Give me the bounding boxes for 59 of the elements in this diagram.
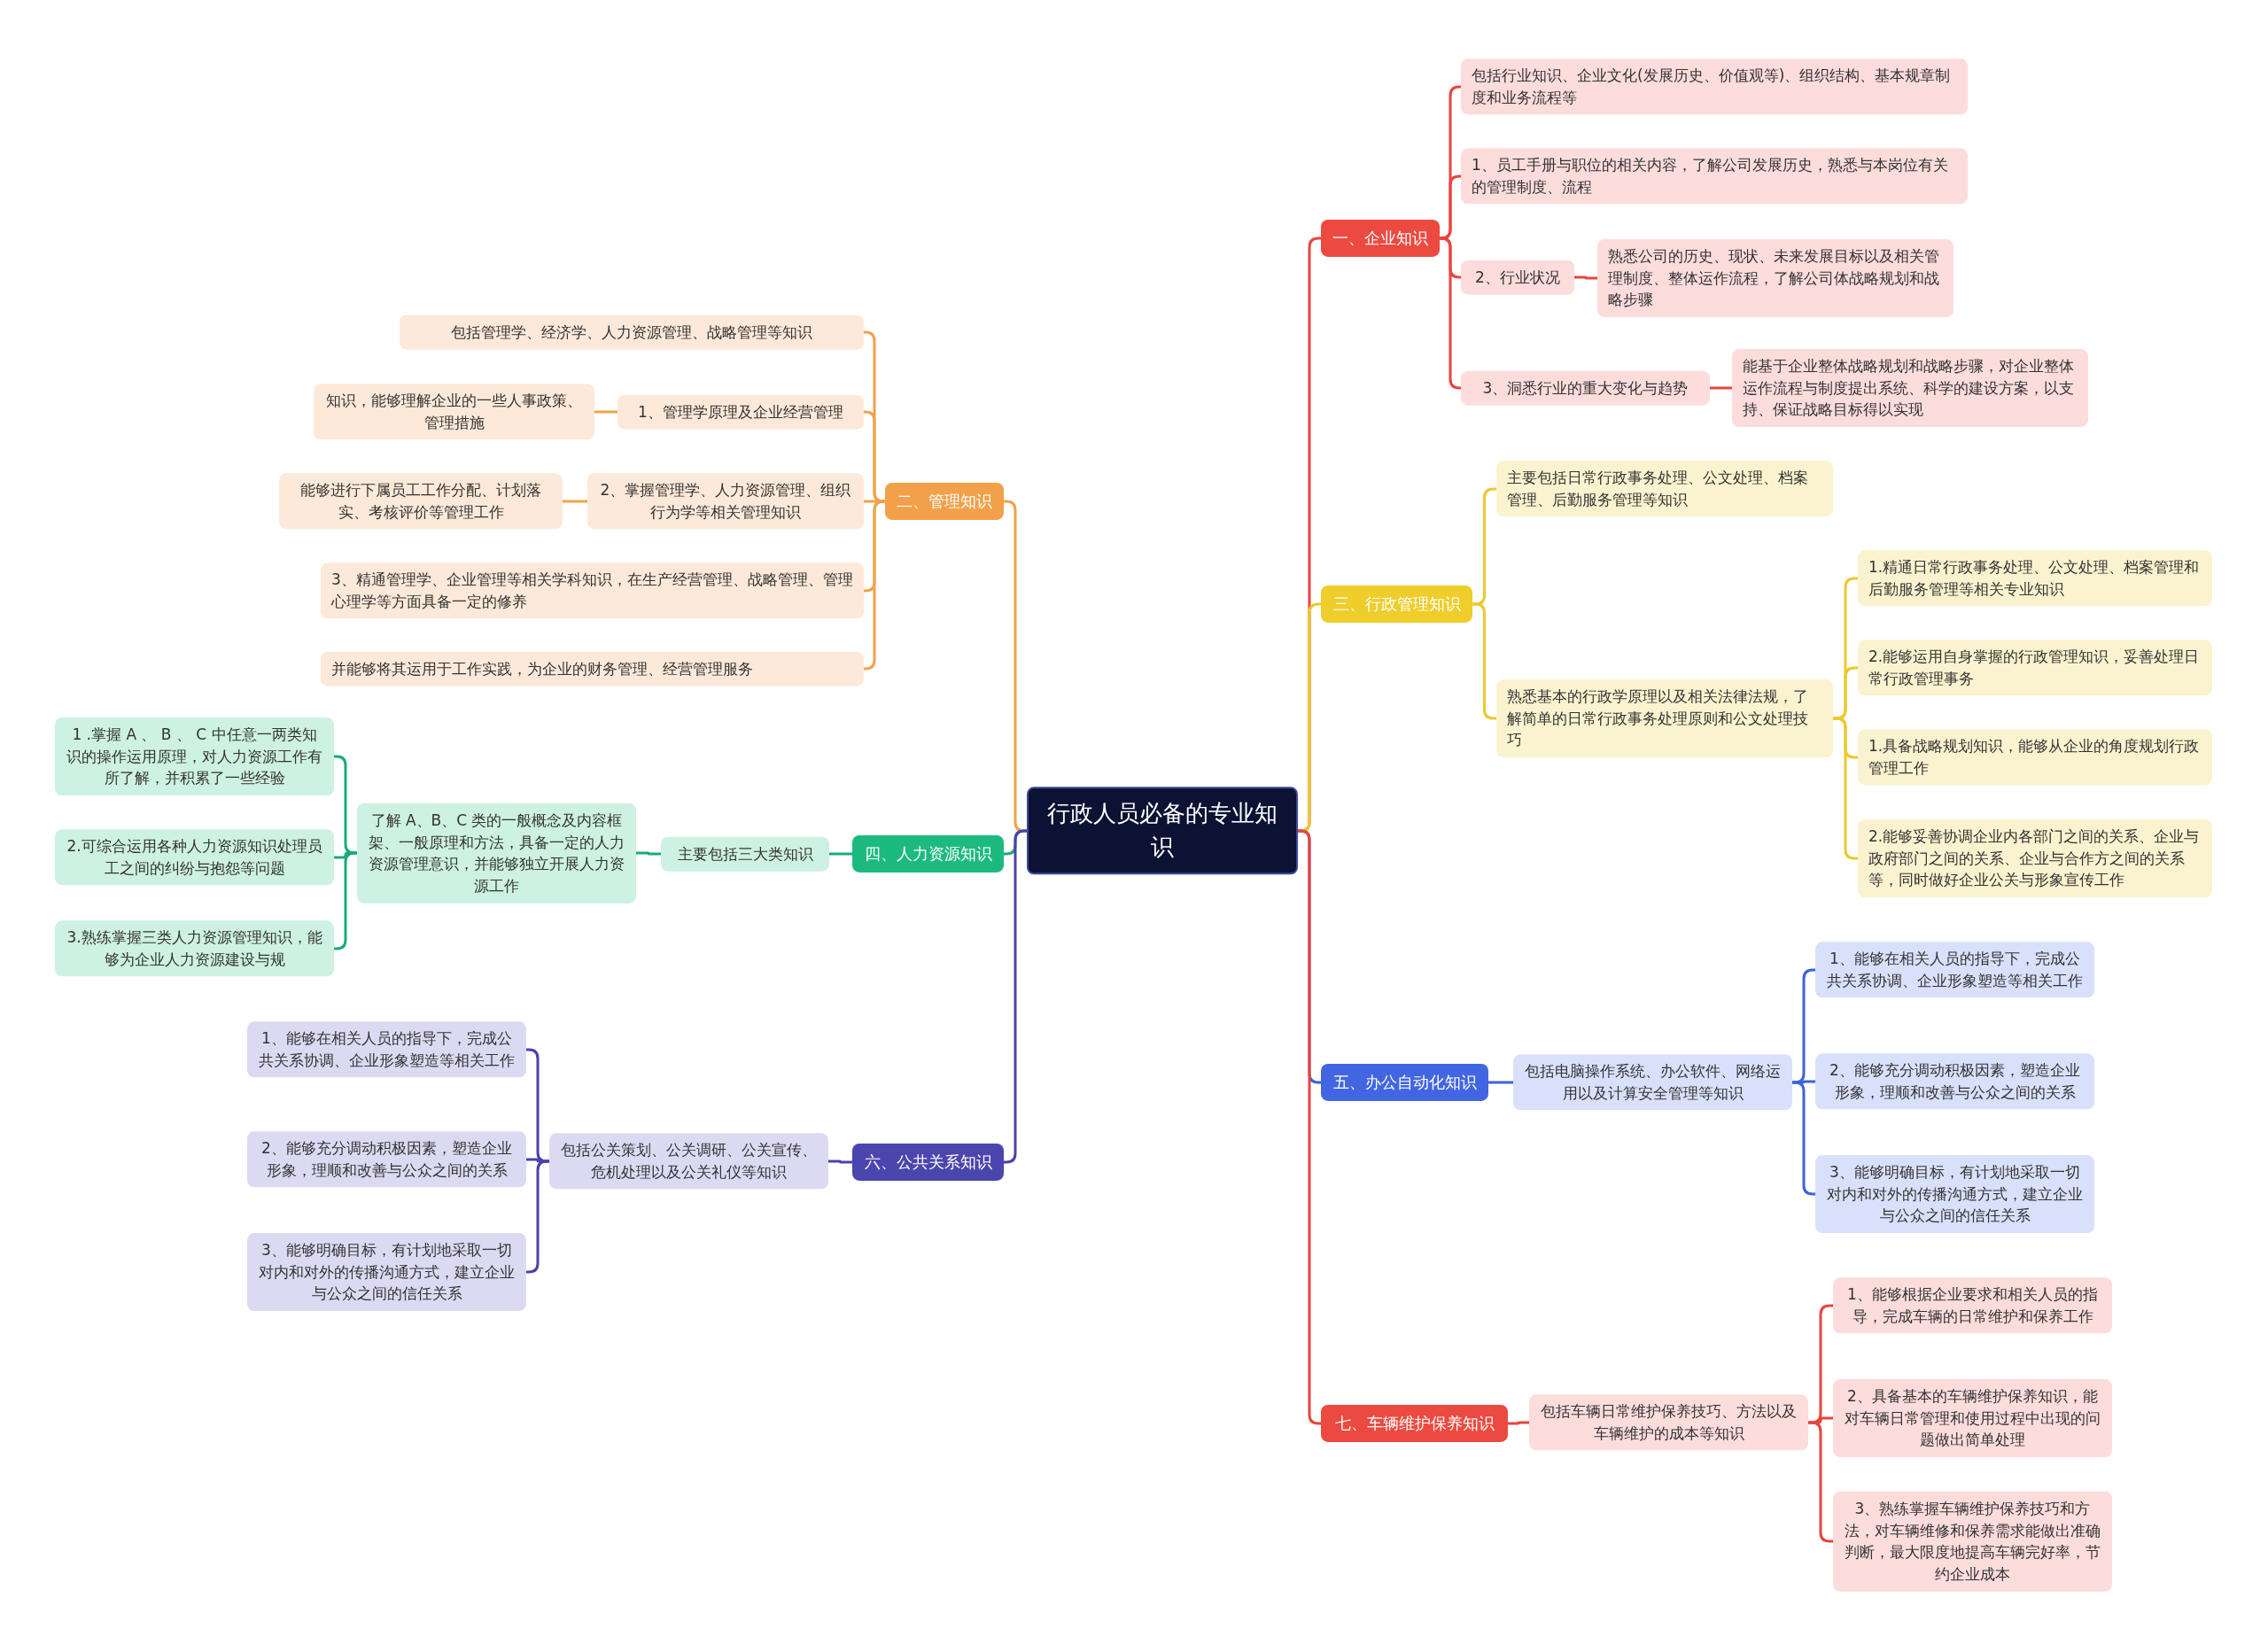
connector-line: [863, 410, 886, 503]
subtopic: 1、能够根据企业要求和相关人员的指导，完成车辆的日常维护和保养工作: [1833, 1277, 2112, 1334]
connector-line: [863, 500, 886, 671]
subtopic: 1、员工手册与职位的相关内容，了解公司发展历史，熟悉与本岗位有关的管理制度、流程: [1461, 148, 1968, 205]
connector-line: [636, 851, 661, 856]
subtopic: 主要包括三大类知识: [661, 836, 829, 872]
subtopic: 包括行业知识、企业文化(发展历史、价值观等)、组织结构、基本规章制度和业务流程等: [1461, 58, 1968, 115]
main-topic: 五、办公自动化知识: [1321, 1063, 1488, 1102]
subtopic: 3、洞悉行业的重大变化与趋势: [1461, 370, 1710, 406]
connector-line: [594, 410, 617, 414]
subtopic: 并能够将其运用于工作实践，为企业的财务管理、经营管理服务: [321, 651, 864, 686]
connector-line: [828, 1160, 852, 1164]
subtopic: 3、能够明确目标，有计划地采取一切对内和对外的传播沟通方式，建立企业与公众之间的信任关系: [1815, 1155, 2094, 1233]
subtopic: 1、能够在相关人员的指导下，完成公共关系协调、企业形象塑造等相关工作: [1815, 942, 2094, 998]
main-topic: 七、车辆维护保养知识: [1321, 1404, 1508, 1443]
connector-line: [563, 500, 587, 503]
subtopic: 2.能够运用自身掌握的行政管理知识，妥善处理日常行政管理事务: [1858, 640, 2212, 696]
connector-line: [1574, 275, 1597, 280]
subtopic: 2.能够妥善协调企业内各部门之间的关系、企业与政府部门之间的关系、企业与合作方之间的关系等，同时做好企业公关与形象宣传工作: [1858, 819, 2212, 897]
subtopic: 知识，能够理解企业的一些人事政策、管理措施: [314, 384, 594, 440]
subtopic: 了解 A、B、C 类的一般概念及内容框架、一般原理和方法，具备一定的人力资源管理意识，并能够独立开展人力资源工作: [357, 803, 636, 904]
subtopic: 包括公关策划、公关调研、公关宣传、危机处理以及公关礼仪等知识: [549, 1133, 828, 1190]
subtopic: 包括电脑操作系统、办公软件、网络运用以及计算安全管理等知识: [1513, 1054, 1792, 1111]
subtopic: 1、能够在相关人员的指导下，完成公共关系协调、企业形象塑造等相关工作: [247, 1021, 526, 1078]
subtopic: 3、精通管理学、企业管理等相关学科知识，在生产经营管理、战略管理、管理心理学等方面具备一定的修养: [321, 562, 864, 619]
subtopic: 2、能够充分调动积极因素，塑造企业形象，理顺和改善与公众之间的关系: [1815, 1053, 2094, 1110]
connector-line: [1508, 1421, 1529, 1425]
subtopic: 2、掌握管理学、人力资源管理、组织行为学等相关管理知识: [587, 473, 864, 530]
subtopic: 1、管理学原理及企业经营管理: [617, 394, 864, 430]
subtopic: 1.精通日常行政事务处理、公文处理、档案管理和后勤服务管理等相关专业知识: [1858, 550, 2212, 607]
main-topic: 六、公共关系知识: [852, 1143, 1004, 1182]
subtopic: 包括车辆日常维护保养技巧、方法以及车辆维护的成本等知识: [1529, 1394, 1808, 1451]
subtopic: 1.具备战略规划知识，能够从企业的角度规划行政管理工作: [1858, 729, 2212, 786]
subtopic: 包括管理学、经济学、人力资源管理、战略管理等知识: [400, 314, 864, 350]
subtopic: 3、能够明确目标，有计划地采取一切对内和对外的传播沟通方式，建立企业与公众之间的信任关系: [247, 1233, 526, 1311]
subtopic: 熟悉基本的行政学原理以及相关法律法规，了解简单的日常行政事务处理原则和公文处理技巧: [1496, 679, 1833, 757]
subtopic: 1 .掌握 A 、 B 、 C 中任意一两类知识的操作运用原理，对人力资源工作有所了解，并积累了一些经验: [55, 717, 334, 795]
connector-line: [1439, 237, 1462, 390]
subtopic: 3.熟练掌握三类人力资源管理知识，能够为企业人力资源建设与规: [55, 920, 334, 977]
central-topic: 行政人员必备的专业知识: [1027, 787, 1298, 875]
subtopic: 能基于企业整体战略规划和战略步骤，对企业整体运作流程与制度提出系统、科学的建设方案，以支持、保证战略目标得以实现: [1732, 349, 2088, 427]
subtopic: 主要包括日常行政事务处理、公文处理、档案管理、后勤服务管理等知识: [1496, 461, 1833, 517]
subtopic: 2、具备基本的车辆维护保养知识，能对车辆日常管理和使用过程中出现的问题做出简单处理: [1833, 1379, 2112, 1457]
subtopic: 2.可综合运用各种人力资源知识处理员工之间的纠纷与抱怨等问题: [55, 829, 334, 886]
connector-line: [1710, 386, 1732, 390]
subtopic: 3、熟练掌握车辆维护保养技巧和方法，对车辆维修和保养需求能做出准确判断，最大限度地提高车辆完好率，节约企业成本: [1833, 1491, 2112, 1592]
main-topic: 三、行政管理知识: [1321, 585, 1472, 624]
connector-line: [1439, 175, 1462, 240]
main-topic: 一、企业知识: [1321, 219, 1440, 258]
subtopic: 熟悉公司的历史、现状、未来发展目标以及相关管理制度、整体运作流程，了解公司体战略规划和战略步骤: [1597, 239, 1953, 317]
connector-line: [1297, 829, 1322, 1425]
subtopic: 能够进行下属员工工作分配、计划落实、考核评价等管理工作: [279, 473, 563, 530]
main-topic: 二、管理知识: [885, 482, 1004, 521]
subtopic: 2、能够充分调动积极因素，塑造企业形象，理顺和改善与公众之间的关系: [247, 1131, 526, 1188]
subtopic: 2、行业状况: [1461, 260, 1574, 295]
connector-line: [1488, 1081, 1513, 1084]
main-topic: 四、人力资源知识: [852, 834, 1004, 873]
connector-line: [1298, 602, 1321, 833]
connector-line: [829, 852, 852, 856]
